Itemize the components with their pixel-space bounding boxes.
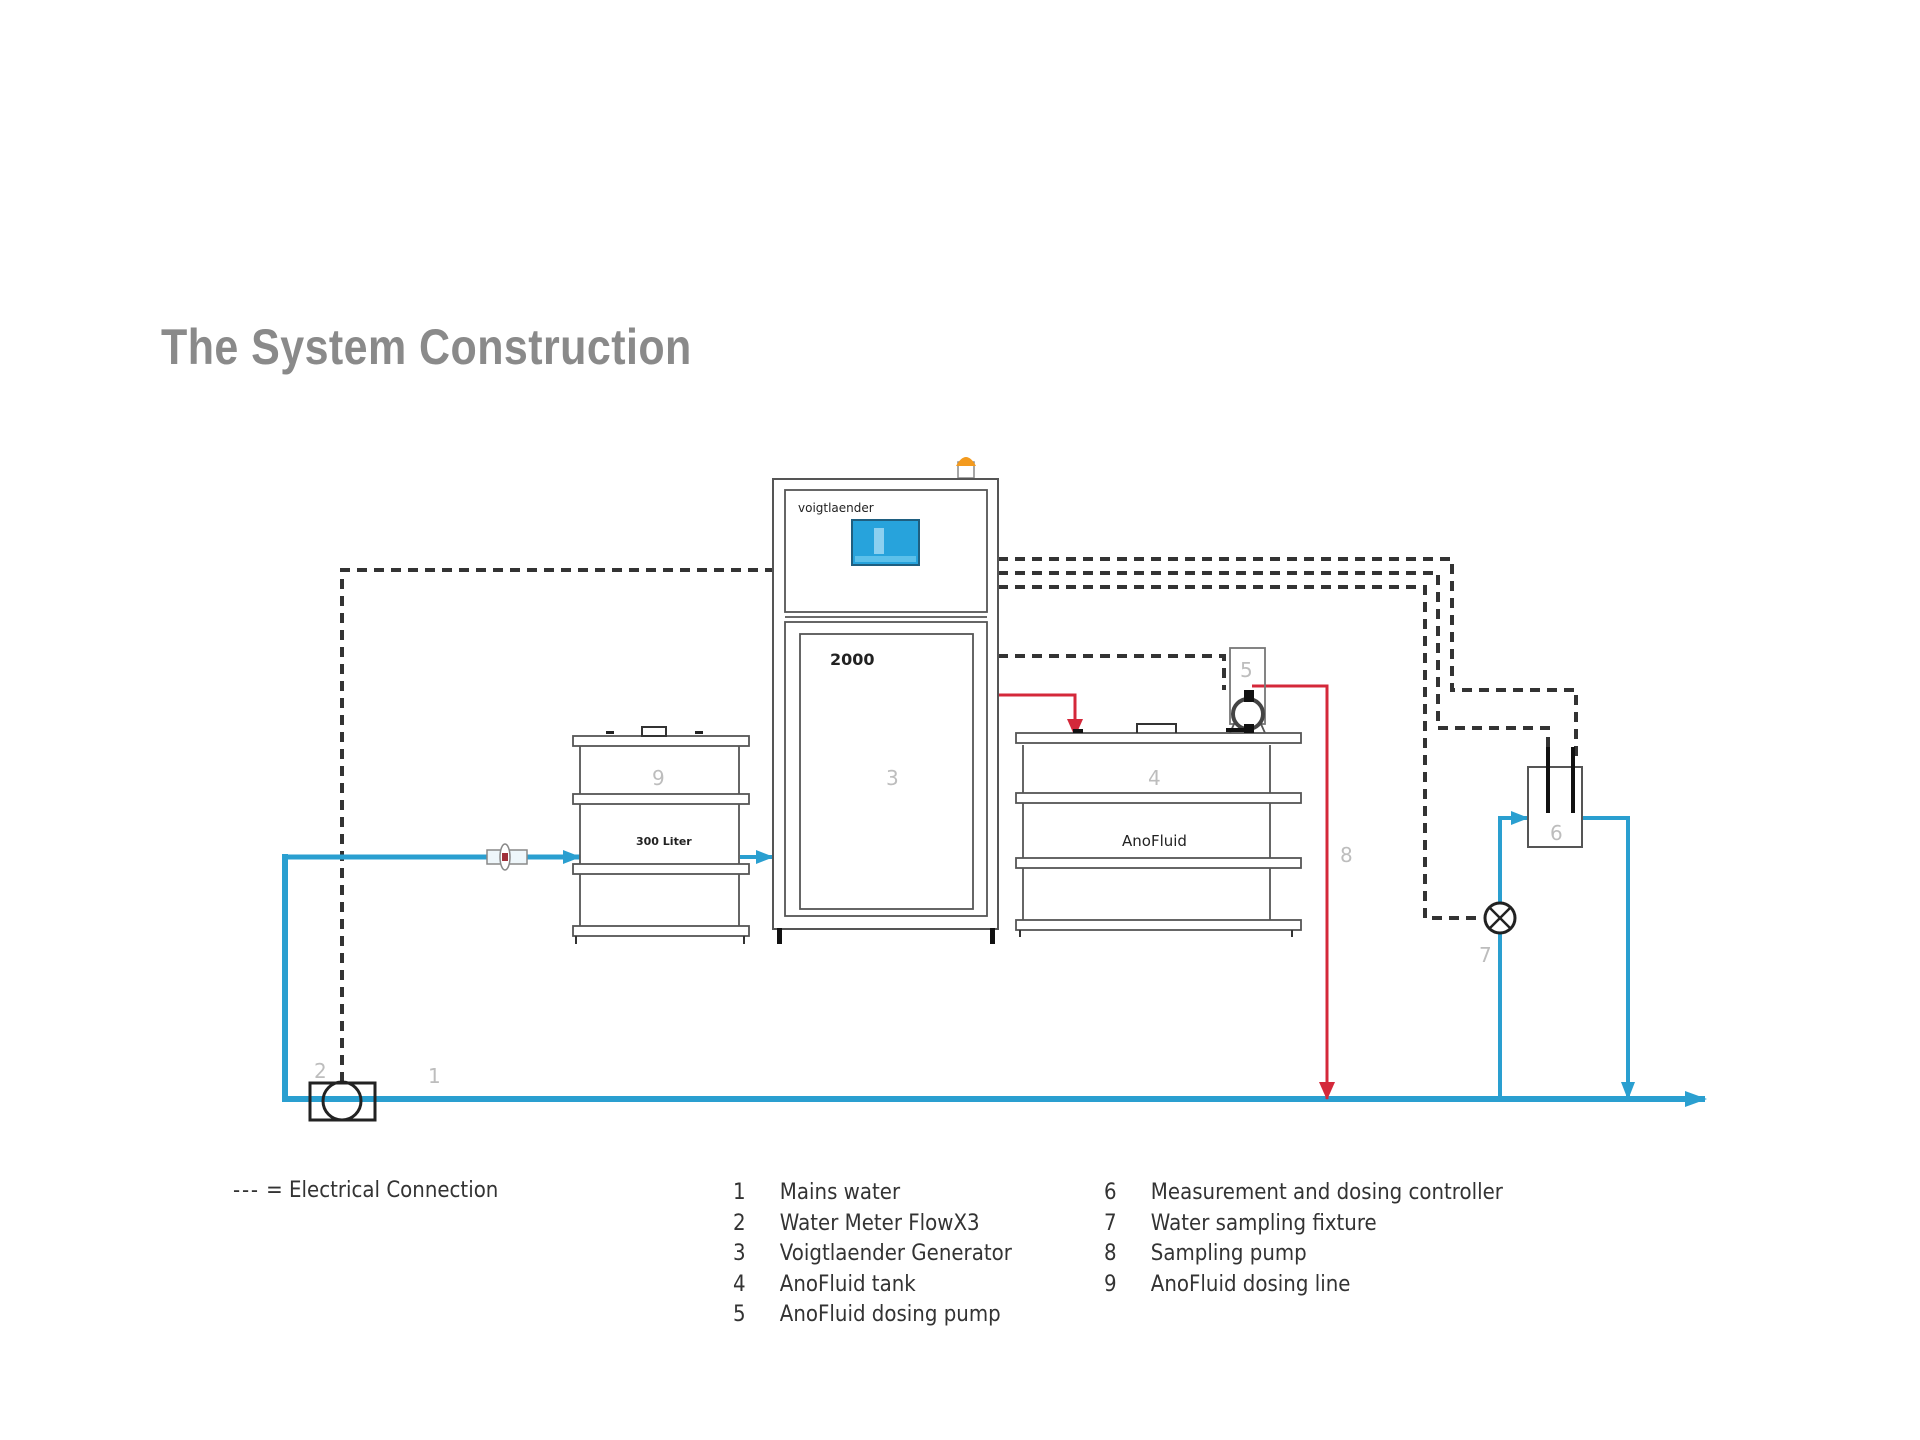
legend-item: 9 AnoFluid dosing line bbox=[1104, 1270, 1503, 1301]
legend-item-number: 8 bbox=[1104, 1241, 1117, 1266]
legend-item: 2 Water Meter FlowX3 bbox=[733, 1209, 1012, 1240]
legend-item-label: Water sampling fixture bbox=[1150, 1210, 1377, 1236]
legend-item-number: 5 bbox=[733, 1302, 746, 1327]
sampling-return-line bbox=[1582, 816, 1635, 1100]
sampling-line-number: 8 bbox=[1340, 843, 1353, 867]
legend-item-number: 4 bbox=[733, 1271, 746, 1297]
legend-item-label: AnoFluid dosing line bbox=[1150, 1271, 1351, 1297]
legend-item: 3 Voigtlaender Generator bbox=[733, 1239, 1012, 1270]
tank-300-liter bbox=[572, 726, 750, 944]
legend-item: 4 AnoFluid tank bbox=[733, 1270, 1012, 1301]
legend-item: 1 Mains water bbox=[733, 1178, 1012, 1209]
sampling-inlet-line bbox=[1498, 811, 1529, 1099]
dashed-line-symbol: --- bbox=[233, 1178, 260, 1203]
sampling-dosing-line bbox=[1252, 684, 1335, 1100]
fixture-number: 7 bbox=[1479, 943, 1492, 967]
tank-left-label: 300 Liter bbox=[636, 835, 692, 848]
electrical-line-controller-a bbox=[998, 571, 1550, 760]
generator-number: 3 bbox=[886, 766, 899, 790]
generator bbox=[772, 457, 999, 944]
electrical-connections bbox=[340, 557, 1578, 1082]
mains-number: 1 bbox=[428, 1064, 441, 1088]
tank-anofluid bbox=[1015, 723, 1302, 937]
electrical-legend: --- = Electrical Connection bbox=[233, 1178, 498, 1203]
legend-item: 7 Water sampling fixture bbox=[1104, 1209, 1503, 1240]
legend-item: 5 AnoFluid dosing pump bbox=[733, 1300, 1012, 1331]
legend-item-label: Sampling pump bbox=[1150, 1241, 1307, 1266]
legend-item-label: Water Meter FlowX3 bbox=[779, 1210, 980, 1236]
generator-brand-label: voigtlaender bbox=[798, 501, 874, 515]
legend-item-label: Mains water bbox=[779, 1180, 901, 1205]
water-meter-number: 2 bbox=[314, 1059, 327, 1083]
inline-fitting-icon bbox=[486, 843, 528, 871]
legend-list-left: 1 Mains water 2 Water Meter FlowX3 3 Voigtl… bbox=[733, 1178, 1012, 1331]
tank-right-number: 4 bbox=[1148, 766, 1161, 790]
legend-item-number: 1 bbox=[733, 1180, 746, 1205]
pump-number: 5 bbox=[1240, 658, 1253, 682]
dosing-pump bbox=[1226, 647, 1266, 734]
measurement-controller bbox=[1527, 747, 1583, 848]
legend-item-label: Measurement and dosing controller bbox=[1150, 1180, 1503, 1205]
electrical-legend-text: = Electrical Connection bbox=[266, 1178, 499, 1203]
electrical-line-meter bbox=[340, 568, 773, 1082]
mains-water-line bbox=[282, 854, 1707, 1107]
legend-item: 8 Sampling pump bbox=[1104, 1239, 1503, 1270]
beacon-icon bbox=[956, 457, 976, 466]
legend-item-label: AnoFluid dosing pump bbox=[779, 1302, 1001, 1327]
electrical-line-controller-b bbox=[998, 557, 1578, 760]
legend-item-number: 6 bbox=[1104, 1180, 1117, 1205]
legend-item: 6 Measurement and dosing controller bbox=[1104, 1178, 1503, 1209]
legend-item-number: 2 bbox=[733, 1210, 746, 1236]
legend-item-label: Voigtlaender Generator bbox=[779, 1241, 1012, 1266]
legend-list-right: 6 Measurement and dosing controller 7 Wate… bbox=[1104, 1178, 1503, 1300]
legend-item-number: 3 bbox=[733, 1241, 746, 1266]
legend-item-number: 7 bbox=[1104, 1210, 1117, 1236]
sampling-fixture-icon bbox=[1483, 901, 1517, 935]
legend-item-label: AnoFluid tank bbox=[779, 1271, 916, 1297]
legend-item-number: 9 bbox=[1104, 1271, 1117, 1297]
page-title: The System Construction bbox=[161, 319, 692, 375]
electrical-line-pump bbox=[998, 654, 1226, 690]
controller-number: 6 bbox=[1550, 821, 1563, 845]
generator-to-tank-line bbox=[998, 693, 1083, 737]
tank-right-label: AnoFluid bbox=[1122, 832, 1187, 850]
water-lines bbox=[282, 811, 1707, 1107]
generator-model-label: 2000 bbox=[830, 650, 875, 669]
dosing-lines bbox=[998, 684, 1335, 1100]
electrical-line-fixture bbox=[998, 585, 1480, 920]
water-meter bbox=[308, 1080, 377, 1122]
tank-left-number: 9 bbox=[652, 766, 665, 790]
